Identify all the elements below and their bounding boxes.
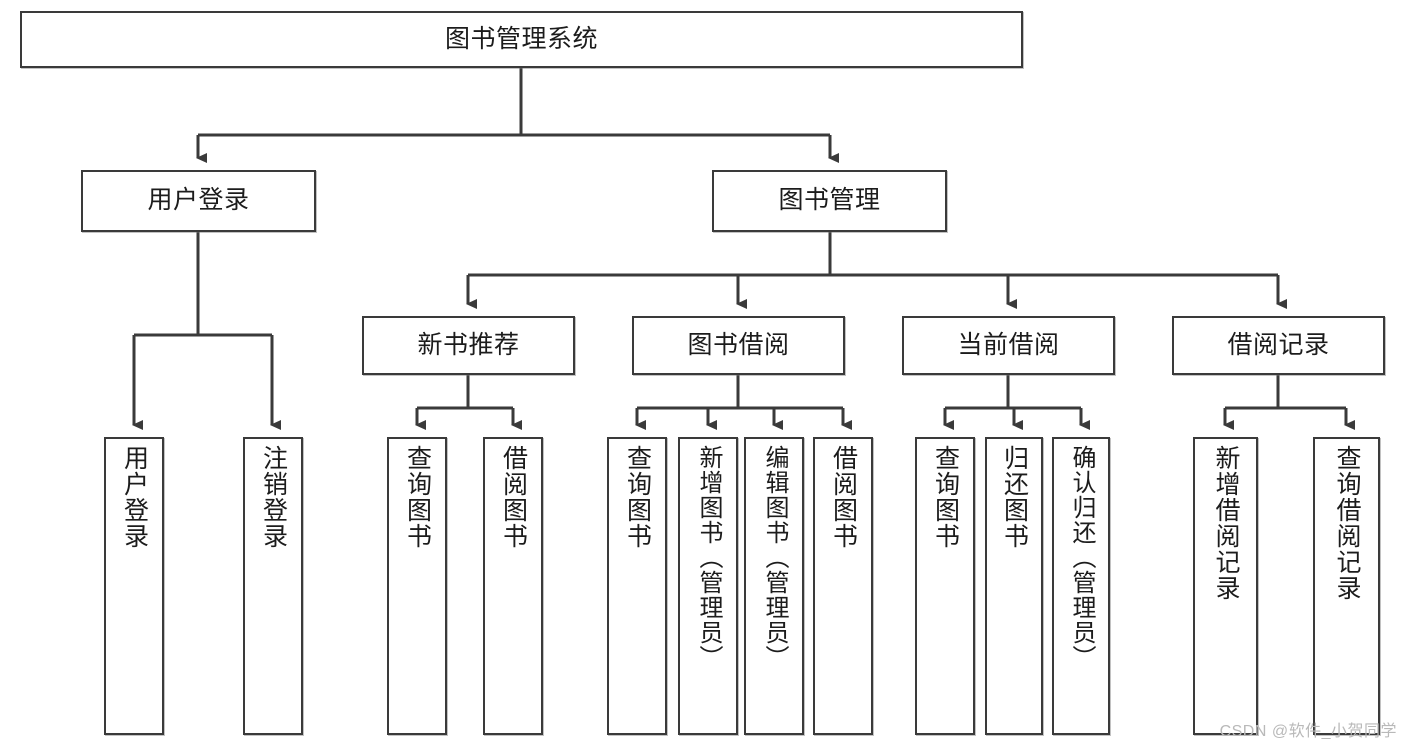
node-label: 编辑图书（管理员） — [760, 445, 788, 670]
node-leaf-add-book-admin[interactable]: 新增图书（管理员） — [678, 437, 738, 735]
node-leaf-edit-book-admin[interactable]: 编辑图书（管理员） — [744, 437, 804, 735]
node-book-manage[interactable]: 图书管理 — [712, 170, 947, 232]
node-label: 查询借阅记录 — [1333, 445, 1361, 601]
node-leaf-query-book-rec[interactable]: 查询图书 — [387, 437, 447, 735]
node-label: 借阅记录 — [1227, 330, 1330, 359]
node-label: 查询图书 — [403, 445, 432, 549]
node-root-system[interactable]: 图书管理系统 — [20, 11, 1023, 68]
node-label: 图书管理 — [778, 186, 881, 215]
node-label: 图书管理系统 — [444, 24, 598, 53]
node-leaf-query-book[interactable]: 查询图书 — [607, 437, 667, 735]
node-label: 图书借阅 — [687, 330, 790, 359]
node-current-borrow[interactable]: 当前借阅 — [902, 316, 1115, 375]
node-leaf-borrow-book[interactable]: 借阅图书 — [813, 437, 873, 735]
node-label: 确认归还（管理员） — [1067, 445, 1095, 670]
node-label: 新书推荐 — [417, 330, 520, 359]
watermark: CSDN @软件_小贺同学 — [1219, 723, 1397, 740]
node-leaf-query-borrow-record[interactable]: 查询借阅记录 — [1313, 437, 1380, 735]
node-new-book-recommend[interactable]: 新书推荐 — [362, 316, 575, 375]
node-book-borrow[interactable]: 图书借阅 — [632, 316, 845, 375]
node-leaf-borrow-book-rec[interactable]: 借阅图书 — [483, 437, 543, 735]
node-label: 查询图书 — [931, 445, 960, 549]
node-label: 借阅图书 — [499, 445, 528, 549]
node-label: 借阅图书 — [829, 445, 858, 549]
node-label: 当前借阅 — [957, 330, 1060, 359]
node-label: 新增借阅记录 — [1212, 445, 1240, 601]
node-leaf-query-book-current[interactable]: 查询图书 — [915, 437, 975, 735]
node-label: 新增图书（管理员） — [694, 445, 722, 670]
node-label: 用户登录 — [120, 445, 149, 549]
node-leaf-confirm-return-admin[interactable]: 确认归还（管理员） — [1052, 437, 1110, 735]
node-borrow-record[interactable]: 借阅记录 — [1172, 316, 1385, 375]
node-leaf-user-logout[interactable]: 注销登录 — [243, 437, 303, 735]
node-label: 用户登录 — [147, 186, 250, 215]
node-label: 查询图书 — [623, 445, 652, 549]
node-label: 归还图书 — [1000, 445, 1029, 549]
node-leaf-return-book[interactable]: 归还图书 — [985, 437, 1043, 735]
node-user-login[interactable]: 用户登录 — [81, 170, 316, 232]
node-leaf-add-borrow-record[interactable]: 新增借阅记录 — [1193, 437, 1258, 735]
node-leaf-user-login[interactable]: 用户登录 — [104, 437, 164, 735]
node-label: 注销登录 — [259, 445, 288, 549]
